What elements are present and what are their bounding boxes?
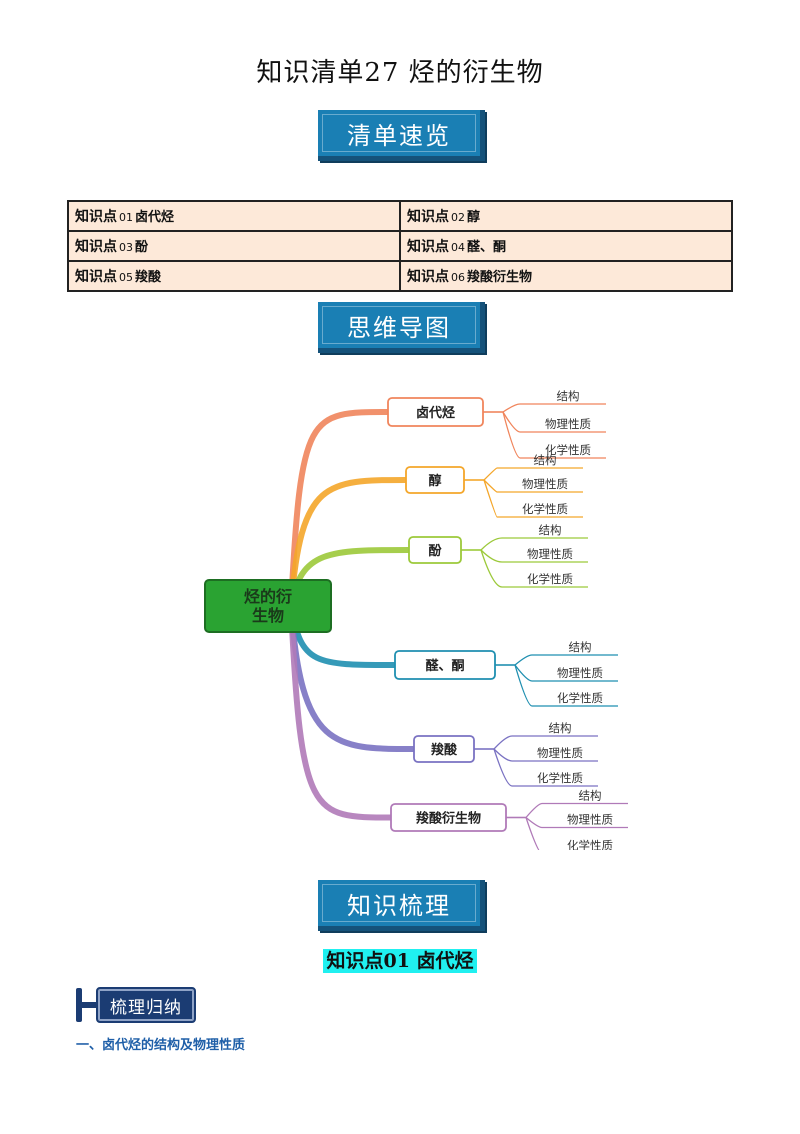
leaf-label: 物理性质 — [527, 547, 573, 561]
branch-line — [288, 603, 394, 821]
cell-label: 知识点 — [75, 209, 117, 225]
cell-number: 06 — [451, 271, 465, 284]
leaf-line — [483, 411, 606, 459]
leaf-label: 结构 — [569, 640, 592, 654]
subheading: 一、卤代烃的结构及物理性质 — [76, 1038, 246, 1053]
review-banner: 知识梳理 — [318, 880, 485, 931]
branch-label: 卤代烃 — [416, 405, 455, 421]
summary-tag-label: 梳理归纳 — [96, 987, 196, 1023]
cell-topic: 酚 — [135, 240, 149, 255]
leaf-label: 物理性质 — [567, 813, 613, 827]
leaf-label: 物理性质 — [545, 417, 591, 431]
branch-label: 羧酸衍生物 — [416, 811, 481, 827]
leaf-label: 化学性质 — [522, 502, 568, 516]
mindmap-banner: 思维导图 — [318, 302, 485, 353]
branch-line — [288, 409, 391, 609]
leaf-label: 物理性质 — [522, 477, 568, 491]
tag-bracket-icon — [76, 988, 96, 1022]
leaf-label: 结构 — [557, 389, 580, 403]
leaf-label: 物理性质 — [557, 666, 603, 680]
leaf-label: 物理性质 — [537, 746, 583, 760]
leaf-line — [483, 403, 606, 413]
leaf-line — [461, 549, 588, 588]
leaf-line — [464, 479, 583, 518]
cell-label: 知识点 — [75, 239, 117, 255]
center-label: 生物 — [252, 606, 284, 625]
leaf-label: 化学性质 — [545, 443, 591, 457]
leaf-label: 结构 — [539, 523, 562, 537]
leaf-label: 化学性质 — [537, 771, 583, 785]
cell-number: 01 — [119, 211, 133, 224]
cell-number: 03 — [119, 241, 133, 254]
center-node — [204, 579, 332, 633]
branch-line — [288, 477, 409, 609]
branch-label: 羧酸 — [431, 742, 458, 758]
cell-topic: 醛、酮 — [467, 240, 507, 255]
leaf-label: 化学性质 — [527, 572, 573, 586]
leaf-line — [495, 654, 618, 666]
cell-label: 知识点 — [75, 269, 117, 285]
leaf-label: 结构 — [549, 721, 572, 735]
summary-tag: 梳理归纳 — [76, 987, 196, 1023]
cell-topic: 羧酸衍生物 — [467, 270, 533, 285]
leaf-line — [474, 748, 598, 787]
leaf-label: 结构 — [579, 789, 602, 803]
leaf-line — [506, 816, 540, 850]
leaf-line — [495, 664, 618, 707]
center-label: 烃的衍 — [244, 587, 292, 606]
cell-label: 知识点 — [407, 239, 449, 255]
overview-banner: 清单速览 — [318, 110, 485, 161]
section-heading: 知识点01 卤代烃 — [0, 946, 800, 973]
section-heading-text: 知识点01 卤代烃 — [323, 949, 477, 973]
cell-label: 知识点 — [407, 269, 449, 285]
cell-number: 02 — [451, 211, 465, 224]
page-title: 知识清单27 烃的衍生物 — [256, 58, 544, 88]
cell-number: 04 — [451, 241, 465, 254]
cell-label: 知识点 — [407, 209, 449, 225]
branch-label: 酚 — [428, 544, 442, 559]
mind-map: 卤代烃结构物理性质化学性质醇结构物理性质化学性质酚结构物理性质化学性质醛、酮结构… — [204, 389, 628, 851]
cell-topic: 醇 — [467, 210, 481, 225]
leaf-label: 结构 — [534, 453, 557, 467]
branch-label: 醇 — [428, 473, 441, 489]
cell-number: 05 — [119, 271, 133, 284]
cell-topic: 羧酸 — [135, 270, 162, 285]
leaf-label: 化学性质 — [567, 839, 613, 851]
branch-label: 醛、酮 — [425, 658, 464, 674]
cell-topic: 卤代烃 — [135, 210, 175, 225]
leaf-label: 化学性质 — [557, 691, 603, 705]
